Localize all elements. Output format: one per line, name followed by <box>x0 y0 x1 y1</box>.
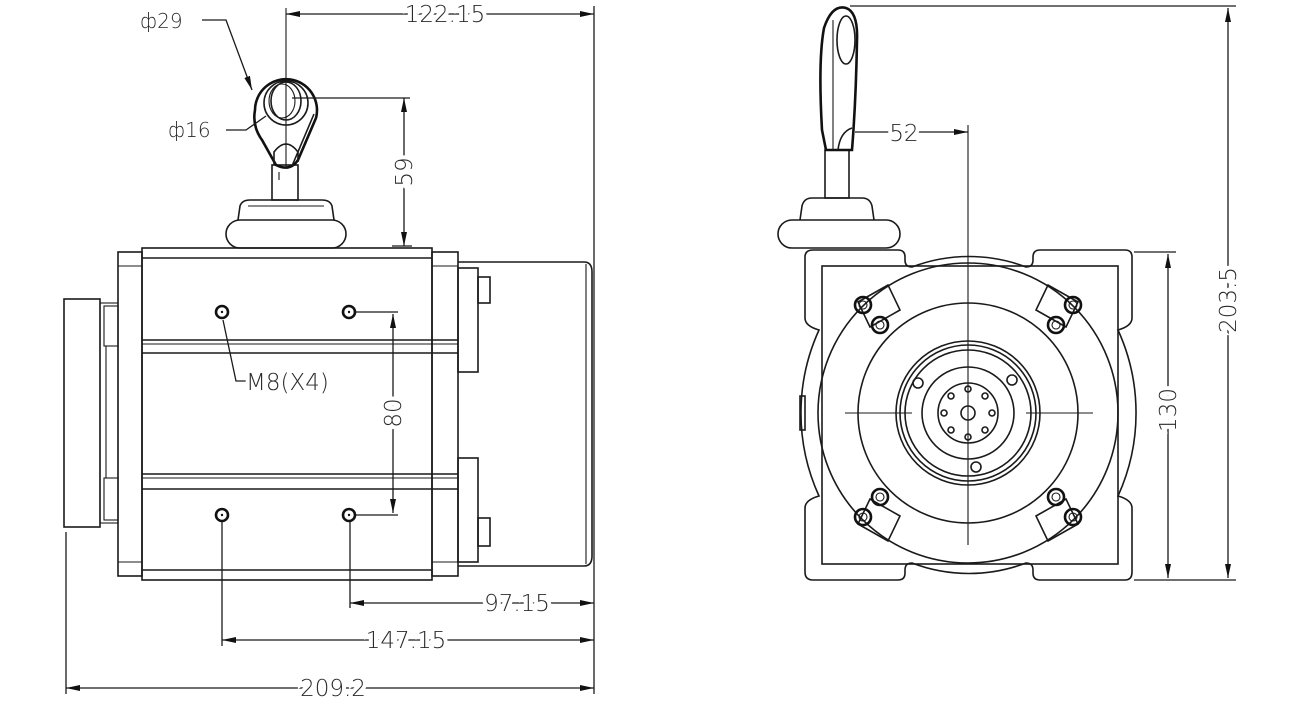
cable-guide <box>225 219 347 249</box>
dim-body-height: 130 <box>1156 388 1182 432</box>
center-hub-pins <box>940 385 996 441</box>
end-view-dimensions: 203.5 130 52 <box>850 5 1246 581</box>
dim-eye-offset: 52 <box>889 121 918 147</box>
dim-hole-spacing: 80 <box>381 398 407 427</box>
screws <box>853 295 1083 527</box>
dim-eye-inner-diameter: ф16 <box>168 118 211 142</box>
eye-ring-side <box>819 6 859 152</box>
side-view-dimensions: 122.15 59 ф29 ф16 M8(X4) 80 97.15 147.15… <box>65 0 595 706</box>
dim-hole-offset-far: 147.15 <box>366 628 446 654</box>
dim-overall-height: 203.5 <box>1216 267 1242 333</box>
dim-eye-to-end: 122.15 <box>405 2 485 28</box>
dim-eye-outer-diameter: ф29 <box>140 9 183 33</box>
dim-eye-height: 59 <box>392 157 418 186</box>
side-view <box>63 8 593 581</box>
dim-hole-offset-near: 97.15 <box>484 591 550 617</box>
bolt <box>477 276 491 304</box>
drum <box>458 261 593 567</box>
end-cap <box>63 298 101 528</box>
end-view <box>777 6 1137 581</box>
dim-overall-length: 209.2 <box>300 676 366 702</box>
thread-note: M8(X4) <box>246 370 329 396</box>
mounting-holes <box>214 304 357 523</box>
end-plate-right <box>431 251 459 577</box>
bolt <box>477 517 491 547</box>
cable-guide <box>777 219 901 249</box>
end-plate-left <box>117 251 143 577</box>
